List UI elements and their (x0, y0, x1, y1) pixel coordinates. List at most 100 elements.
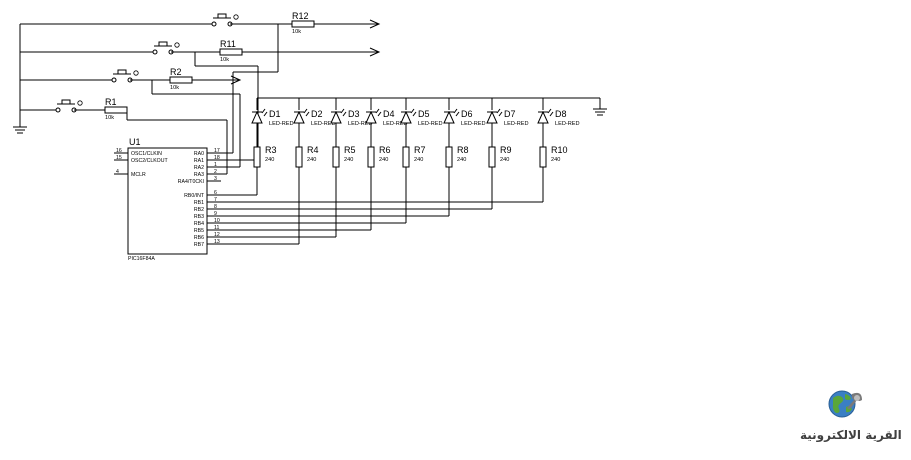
mcu-pin-number: 3 (214, 176, 217, 182)
led-type: LED-RED (555, 121, 580, 127)
led-ref: D8 (555, 109, 567, 119)
current-limit-resistor (488, 146, 496, 168)
resistor-ref: R3 (265, 145, 277, 155)
arrow-terminal-icon (369, 19, 381, 29)
current-limit-resistor (253, 146, 261, 168)
resistor-value: 240 (551, 157, 560, 163)
mcu-pin-number: 7 (214, 197, 217, 203)
resistor-value: 240 (414, 157, 423, 163)
ground-bus (13, 24, 27, 134)
mcu-pin-number: 13 (214, 239, 220, 245)
mcu-pin-name: RB0/INT (184, 193, 205, 199)
pushbutton-switch (55, 99, 83, 113)
mcu-pin-number: 12 (214, 232, 220, 238)
mcu-pin-name: RB5 (194, 228, 204, 234)
resistor-value: 10k (170, 85, 179, 91)
mcu-pin-number: 16 (116, 148, 122, 154)
mcu-pin-number: 1 (214, 162, 217, 168)
led-type: LED-RED (311, 121, 336, 127)
resistor-value: 10k (292, 29, 301, 35)
current-limit-resistor (402, 146, 410, 168)
mcu-pin-name: RA2 (194, 165, 204, 171)
mcu-pin-name: OSC1/CLKIN (131, 151, 162, 157)
resistor-ref: R4 (307, 145, 319, 155)
current-limit-resistor (332, 146, 340, 168)
mcu-pin-name: OSC2/CLKOUT (131, 158, 168, 164)
resistor-value: 240 (265, 157, 274, 163)
led-type: LED-RED (383, 121, 408, 127)
resistor-ref: R2 (170, 67, 182, 77)
mcu-pin-name: RB3 (194, 214, 204, 220)
resistor-value: 10k (220, 57, 229, 63)
mcu-pin-name: RB7 (194, 242, 204, 248)
led-type: LED-RED (504, 121, 529, 127)
mcu-pin-number: 4 (116, 169, 119, 175)
mcu-pin-number: 2 (214, 169, 217, 175)
mcu-pin-number: 9 (214, 211, 217, 217)
current-limit-resistor (539, 146, 547, 168)
resistor-ref: R10 (551, 145, 568, 155)
mcu-pin-name: RB1 (194, 200, 204, 206)
resistor-ref: R12 (292, 11, 309, 21)
right-ground-symbol (593, 98, 607, 116)
resistor-ref: R9 (500, 145, 512, 155)
switch-row: R11 10k (20, 39, 381, 63)
mcu-pin-number: 6 (214, 190, 217, 196)
pullup-resistor (219, 48, 243, 56)
current-limit-resistor (367, 146, 375, 168)
led-ref: D2 (311, 109, 323, 119)
resistor-ref: R7 (414, 145, 426, 155)
led-ref: D3 (348, 109, 360, 119)
led-icon (400, 110, 412, 124)
led-ref: D5 (418, 109, 430, 119)
resistor-value: 240 (379, 157, 388, 163)
pullup-resistor (169, 76, 193, 84)
led-type: LED-RED (461, 121, 486, 127)
logo-text: القرية الالكترونية (800, 428, 902, 442)
pullup-resistor (104, 106, 128, 114)
led-ref: D4 (383, 109, 395, 119)
led-icon (251, 110, 263, 124)
mcu-pin-name: RA1 (194, 158, 204, 164)
mcu-ref: U1 (129, 137, 141, 147)
led-icon (443, 110, 455, 124)
mcu-right-pins: 17RA018RA11RA22RA33RA4/T0CKI6RB0/INT7RB1… (178, 148, 221, 248)
led-type: LED-RED (418, 121, 443, 127)
globe-wrench-icon (828, 390, 862, 418)
mcu-pin-name: RA0 (194, 151, 204, 157)
mcu-pin-name: MCLR (131, 172, 146, 178)
switch-row: R2 10k (20, 67, 242, 91)
resistor-value: 240 (500, 157, 509, 163)
resistor-value: 240 (307, 157, 316, 163)
mcu-pin-name: RB4 (194, 221, 204, 227)
current-limit-resistor (295, 146, 303, 168)
mcu-pin-name: RB2 (194, 207, 204, 213)
resistor-ref: R5 (344, 145, 356, 155)
resistor-ref: R11 (220, 39, 236, 49)
mcu-pin-name: RB6 (194, 235, 204, 241)
current-limit-resistor (445, 146, 453, 168)
led-type: LED-RED (348, 121, 373, 127)
led-ref: D7 (504, 109, 516, 119)
resistor-value: 240 (457, 157, 466, 163)
portb-wiring (221, 167, 544, 245)
led-ref: D6 (461, 109, 473, 119)
mcu-pin-number: 11 (214, 225, 219, 231)
led-ref: D1 (269, 109, 281, 119)
led-type: LED-RED (269, 121, 294, 127)
mcu-pin-number: 8 (214, 204, 217, 210)
resistor-value: 240 (344, 157, 353, 163)
led-icon (486, 110, 498, 124)
resistor-ref: R6 (379, 145, 391, 155)
